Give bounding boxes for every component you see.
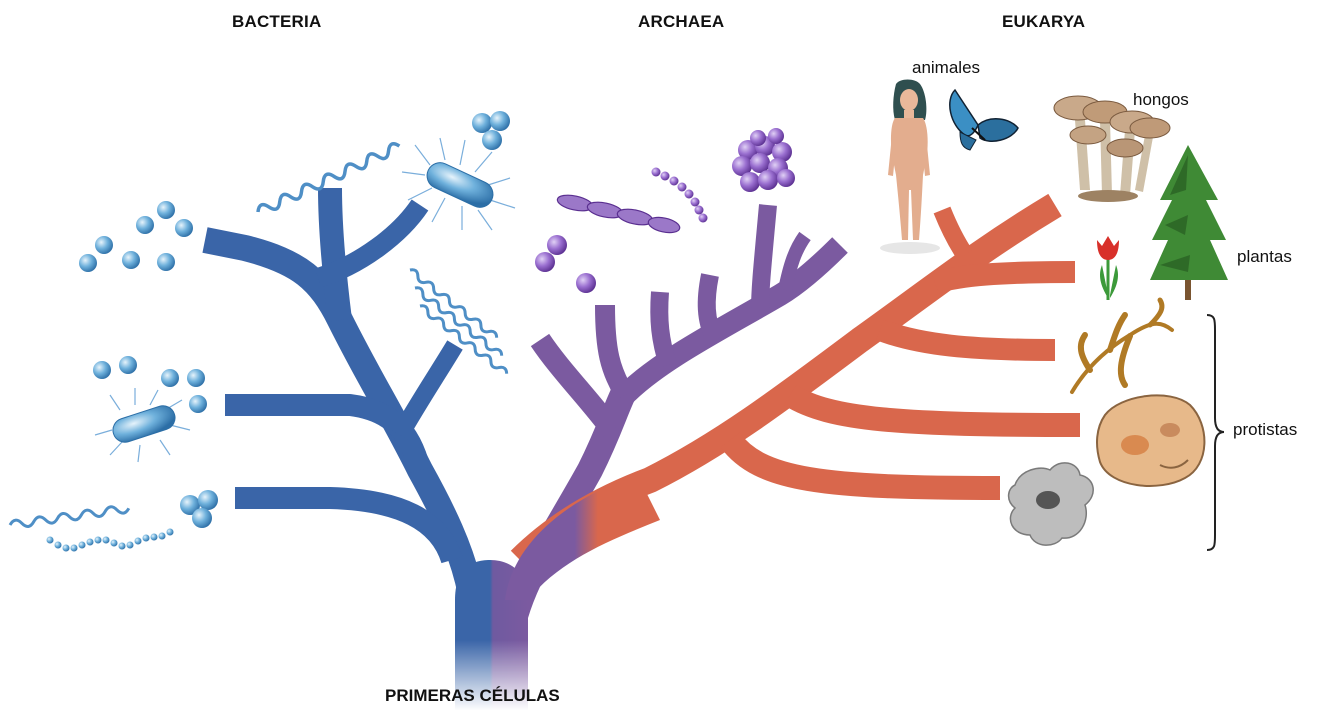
tulip-icon	[1097, 236, 1119, 300]
archaea-branch	[505, 205, 840, 690]
group-label-hongos: hongos	[1133, 90, 1189, 110]
spirochete-group	[408, 268, 508, 376]
root-label: PRIMERAS CÉLULAS	[385, 686, 560, 706]
domain-label-bacteria: BACTERIA	[232, 12, 321, 32]
amoeba-icon	[1009, 463, 1094, 545]
paramecium-icon	[1097, 395, 1204, 486]
spirillum-icon-lower	[9, 504, 129, 529]
coccus-cluster-lower	[180, 490, 218, 528]
coccus-cluster-top-left	[79, 201, 193, 272]
archaea-coccus-group	[535, 235, 596, 293]
domain-label-archaea: ARCHAEA	[638, 12, 724, 32]
seaweed-icon	[1072, 300, 1172, 392]
group-label-protistas: protistas	[1233, 420, 1297, 440]
butterfly-icon	[950, 90, 1018, 150]
archaea-cell-icon	[732, 128, 795, 192]
mushroom-icon	[1054, 96, 1170, 202]
bacteria-branch	[205, 188, 478, 690]
coccus-cluster-top-right	[472, 111, 510, 150]
human-figure-icon	[880, 80, 940, 255]
archaea-coccus-chain	[652, 168, 708, 223]
archaea-rod-chain	[556, 192, 681, 235]
coccus-cell-icon	[79, 201, 193, 272]
streptococcus-chain	[47, 529, 174, 552]
brace-icon	[1207, 315, 1224, 550]
group-label-plantas: plantas	[1237, 247, 1292, 267]
tree-icon	[1150, 145, 1228, 300]
domain-label-eukarya: EUKARYA	[1002, 12, 1085, 32]
group-label-animales: animales	[912, 58, 980, 78]
bacillus-cell-icon-lower	[95, 388, 190, 462]
